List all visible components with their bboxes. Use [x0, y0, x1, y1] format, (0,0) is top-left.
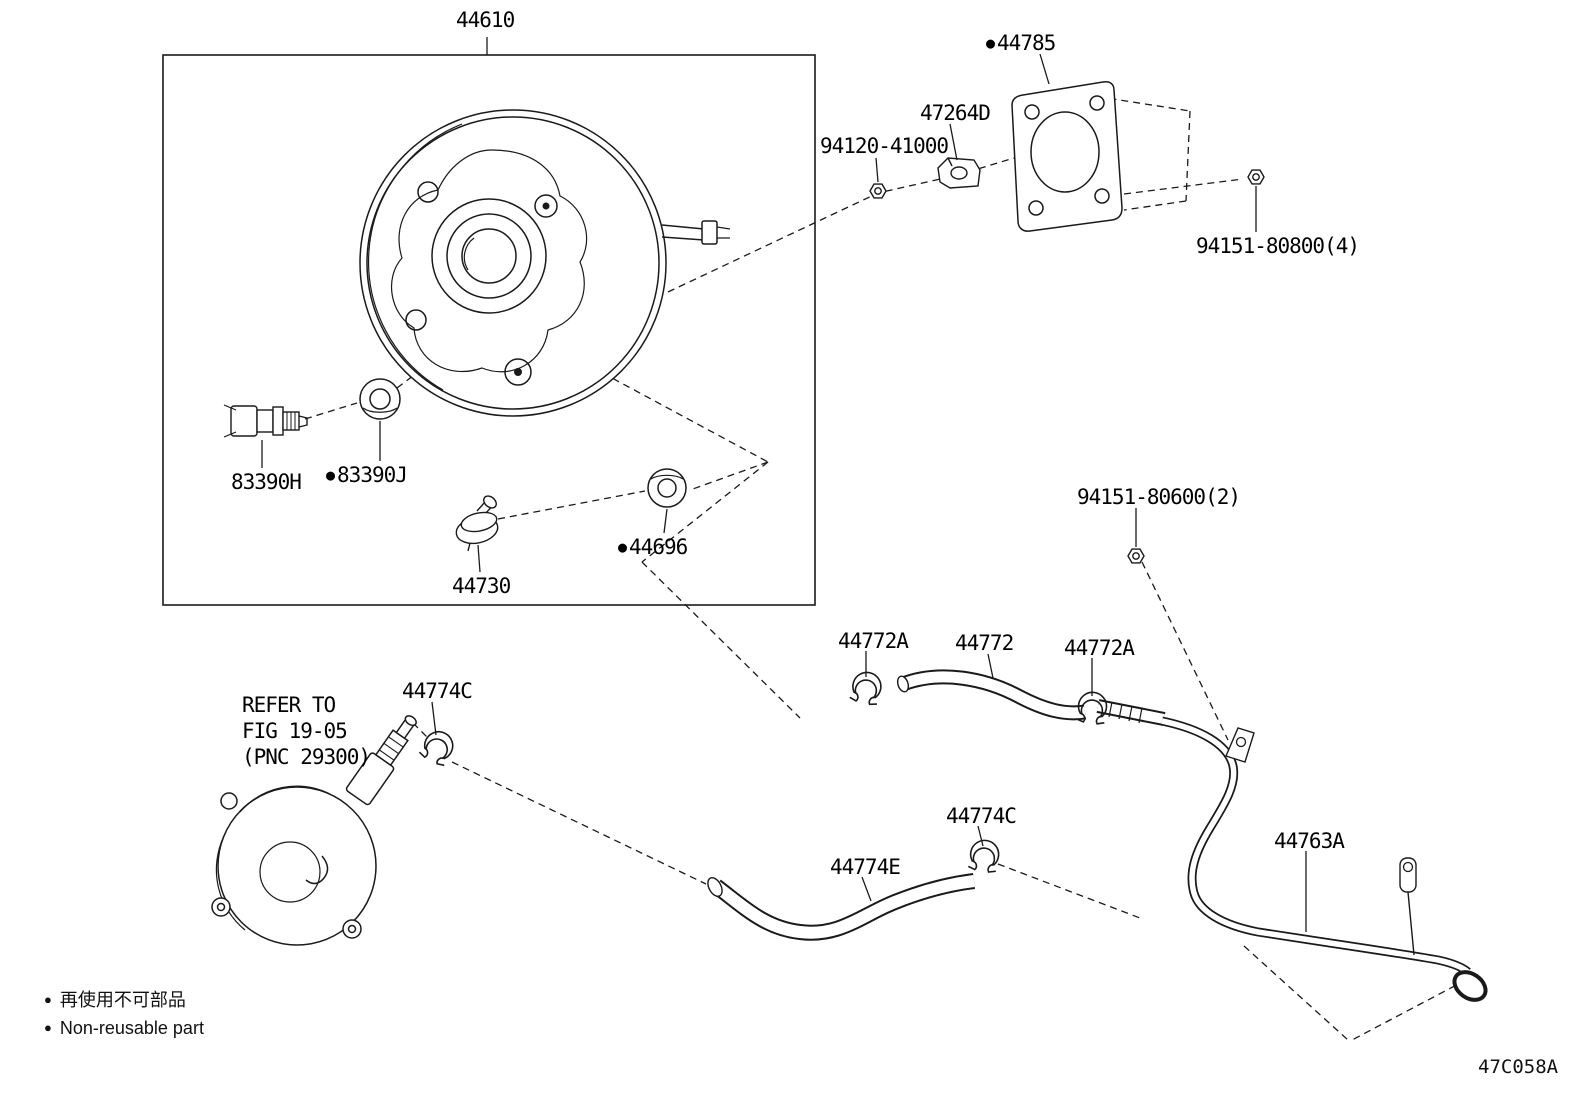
part-label-83390j[interactable]: ●83390J	[326, 463, 408, 487]
part-label-94151-80600[interactable]: 94151-80600(2)	[1077, 485, 1241, 509]
part-number: 83390J	[337, 463, 408, 487]
check-valve-drawing	[455, 495, 499, 552]
legend-row-en: ● Non-reusable part	[44, 1014, 204, 1042]
hose-44774e-drawing	[707, 873, 976, 941]
part-label-44730[interactable]: 44730	[452, 574, 511, 598]
diagram-code: 47C058A	[1478, 1056, 1559, 1078]
pipe-nipple-drawing	[1096, 699, 1166, 726]
note-line-3: (PNC 29300)	[242, 745, 371, 769]
non-reusable-bullet: ●	[44, 1020, 52, 1035]
part-label-44774e[interactable]: 44774E	[830, 855, 901, 879]
non-reusable-bullet: ●	[326, 466, 335, 484]
part-label-94151-80800[interactable]: 94151-80800(4)	[1196, 234, 1360, 258]
non-reusable-bullet: ●	[986, 34, 995, 52]
part-number: 44696	[629, 535, 688, 559]
brake-booster-drawing	[359, 109, 731, 417]
part-label-83390h[interactable]: 83390H	[231, 470, 302, 494]
detail-box	[162, 54, 816, 606]
part-label-44772a-right[interactable]: 44772A	[1064, 636, 1135, 660]
vacuum-pump-drawing	[211, 715, 417, 946]
sensor-drawing	[223, 404, 308, 438]
legend-text-en: Non-reusable part	[59, 1018, 204, 1038]
clamp-44774c-bottom-drawing	[967, 837, 1002, 875]
part-label-44774c-top[interactable]: 44774C	[402, 679, 473, 703]
nut-94120-drawing	[869, 183, 887, 199]
part-label-44610[interactable]: 44610	[456, 8, 515, 32]
gasket-drawing	[1011, 81, 1123, 232]
nut-80800-drawing	[1247, 169, 1265, 185]
hose-44772-drawing	[896, 669, 1087, 721]
part-label-44772a-left[interactable]: 44772A	[838, 629, 909, 653]
legend-row-jp: ● 再使用不可部品	[44, 986, 204, 1014]
clamp-44774c-top-drawing	[417, 726, 459, 768]
part-label-44763a[interactable]: 44763A	[1274, 829, 1345, 853]
note-line-2: FIG 19-05	[242, 719, 348, 743]
nut-80600-drawing	[1127, 548, 1145, 564]
note-line-1: REFER TO	[242, 693, 336, 717]
part-label-44785[interactable]: ●44785	[986, 31, 1056, 55]
pipe-44763a-drawing	[1161, 716, 1488, 1002]
part-number: 44785	[997, 31, 1056, 55]
reference-note: REFER TO FIG 19-05 (PNC 29300)	[242, 692, 371, 770]
grommet-44696-drawing	[647, 468, 687, 508]
part-label-47264d[interactable]: 47264D	[920, 101, 991, 125]
non-reusable-bullet: ●	[44, 992, 52, 1007]
non-reusable-bullet: ●	[618, 538, 627, 556]
part-label-44774c-bottom[interactable]: 44774C	[946, 804, 1017, 828]
leader-lines	[261, 37, 1307, 932]
grommet-83390j-drawing	[359, 378, 401, 420]
part-label-94120-41000[interactable]: 94120-41000	[820, 134, 949, 158]
part-label-44696[interactable]: ●44696	[618, 535, 688, 559]
part-label-44772[interactable]: 44772	[955, 631, 1014, 655]
legend-text-jp: 再使用不可部品	[59, 990, 186, 1010]
legend: ● 再使用不可部品 ● Non-reusable part	[44, 986, 204, 1042]
clamp-47264d-drawing	[937, 157, 981, 189]
